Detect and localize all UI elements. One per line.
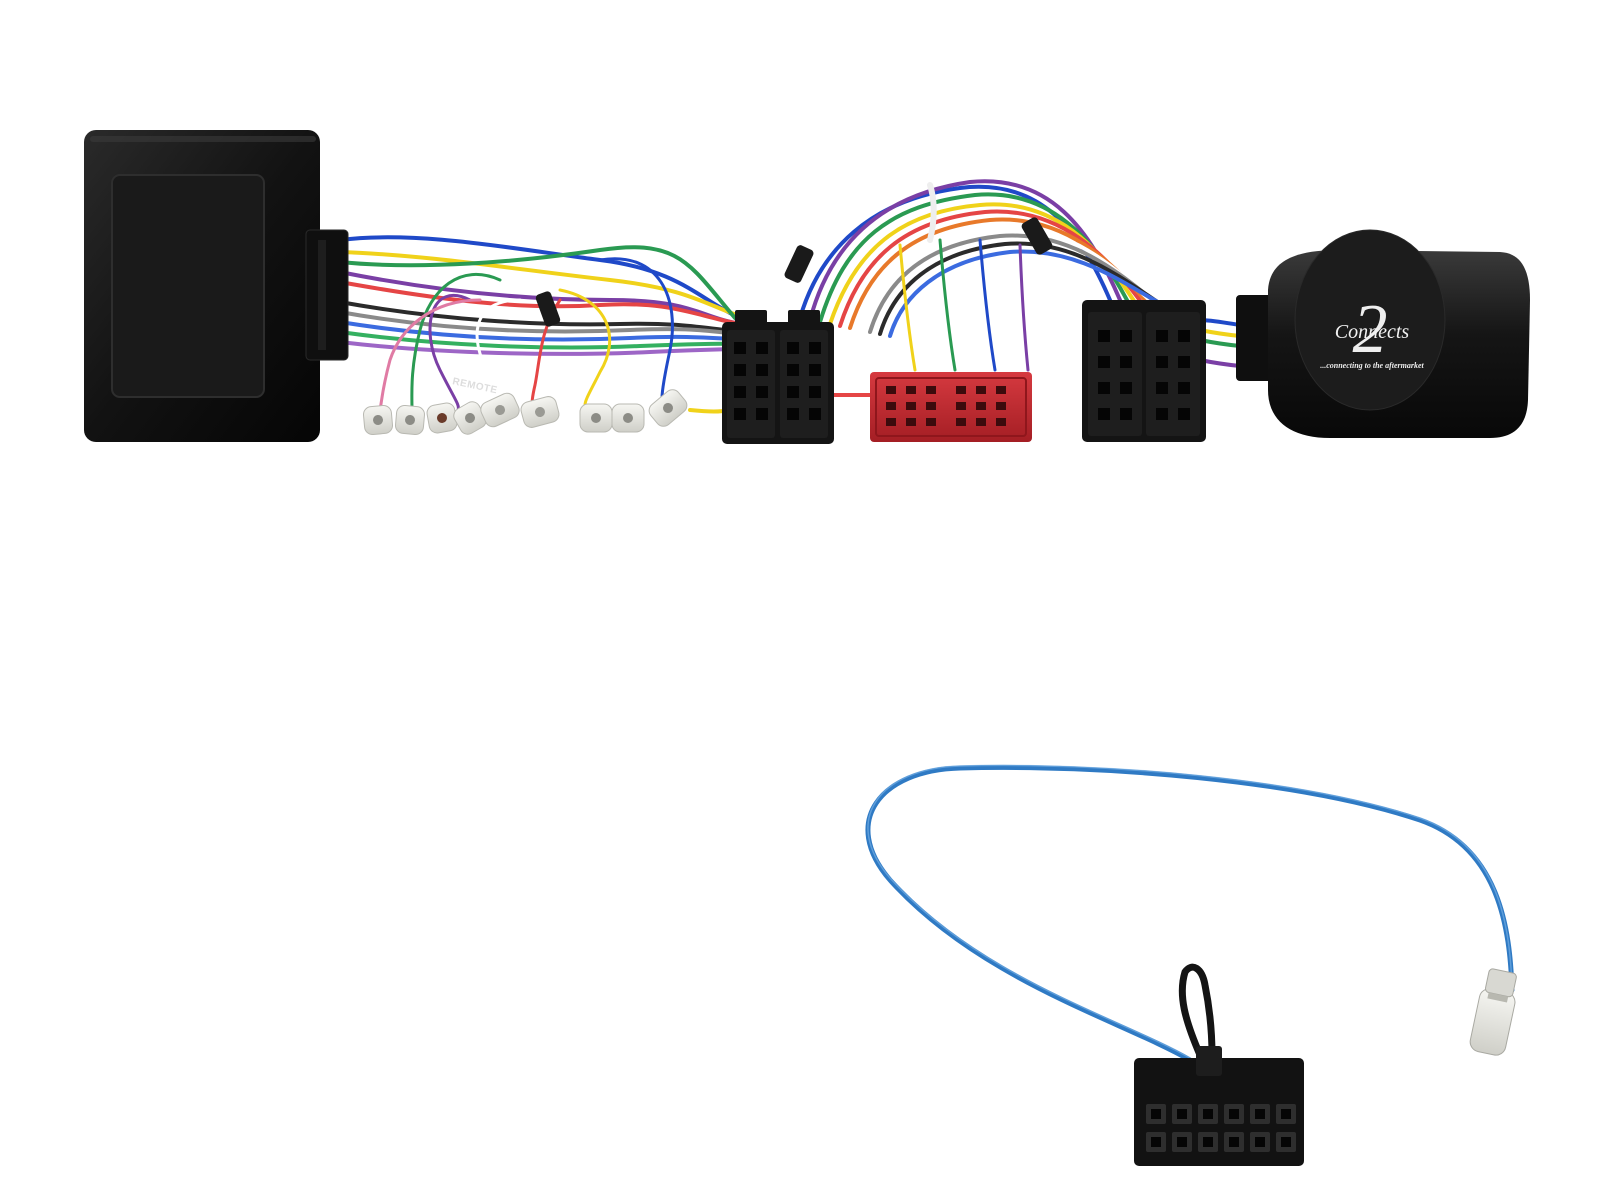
wire-loop-purple [428, 293, 472, 412]
connector-pins [734, 342, 821, 420]
interface-module [84, 130, 349, 442]
wire-harness [338, 179, 1242, 414]
interface-edge-highlight [90, 136, 316, 142]
remote-plug [1236, 295, 1272, 381]
wire-drop-blue [978, 238, 997, 372]
spade-terminal [611, 403, 645, 433]
brand-numeral: 2 [1353, 291, 1388, 368]
wire-drop-yellow [898, 243, 917, 372]
spade-terminals [362, 389, 688, 436]
antenna-plug [1469, 968, 1517, 1056]
spade-terminal [520, 396, 560, 428]
remote-module: 2 Connects ...connecting to the aftermar… [1236, 229, 1530, 438]
spade-terminal [480, 392, 520, 428]
wire-arch-blue-2 [888, 249, 1186, 338]
cable-tie-white [927, 182, 937, 243]
brand-wordmark: Connects [1335, 321, 1410, 343]
connector-pins [886, 386, 1006, 426]
spade-terminal [426, 402, 458, 434]
spade-terminal [394, 404, 426, 436]
antenna-cable [865, 764, 1515, 1063]
wire-loop-yellow [558, 288, 612, 407]
power-lead [1178, 963, 1216, 1059]
iso-connector-left [722, 310, 834, 444]
brand-tagline: ...connecting to the aftermarket [1320, 361, 1424, 370]
antenna-cable-shine [867, 764, 1513, 1059]
spade-terminal [453, 401, 487, 435]
antenna-adapter [865, 764, 1517, 1166]
interface-plug [305, 229, 349, 361]
connector-pins [1098, 330, 1190, 420]
interface-plug-rib [318, 240, 326, 350]
spade-terminal [362, 404, 394, 436]
iso-connector-right [1082, 300, 1206, 442]
cable-tie [1021, 217, 1053, 255]
spade-terminal [579, 403, 613, 433]
multi-pin-connector [1134, 1046, 1304, 1166]
wire-loop-green [410, 273, 502, 412]
spade-terminal [648, 389, 688, 427]
red-connector [870, 372, 1032, 442]
interface-lid-panel [111, 174, 265, 398]
cable-tie [535, 291, 561, 327]
wire-loop-pink [378, 298, 482, 412]
wire-loop-blue [598, 257, 674, 400]
cable-tie [784, 245, 814, 283]
wire-yellow [338, 250, 762, 324]
wire-blue [338, 235, 742, 320]
wire-green [338, 245, 737, 320]
remote-logo-badge [1294, 229, 1446, 411]
wire-drop-purple [1018, 243, 1030, 372]
wire-drop-green [938, 238, 957, 372]
